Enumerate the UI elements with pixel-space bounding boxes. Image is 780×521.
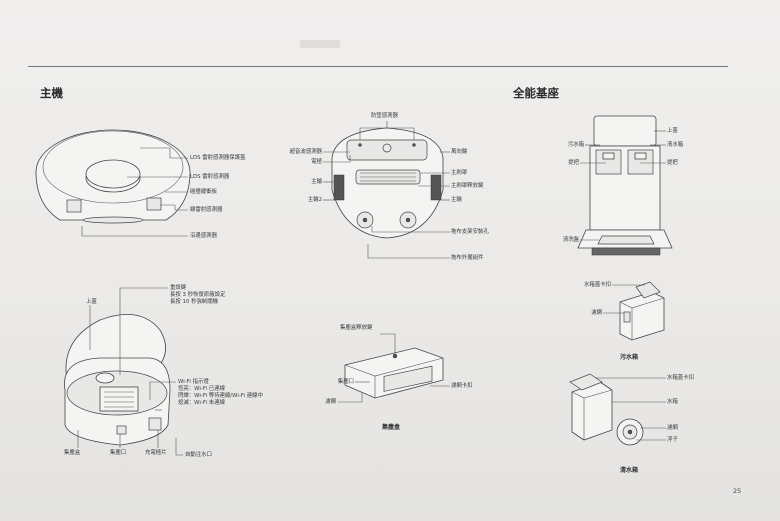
header-rule: [28, 66, 728, 67]
base-station-drawing: [577, 115, 673, 256]
section-title-base: 全能基座: [513, 86, 559, 100]
label-lds-cover: LDS 雷射感測器保護蓋: [190, 155, 246, 161]
clean-tank-drawing: [569, 373, 644, 446]
label-reset-hint-1: 長按 3 秒恢復原廠設定: [170, 292, 226, 298]
label-main-wheel: 主輪: [311, 179, 322, 185]
section-title-main: 主機: [40, 86, 63, 100]
caption-dust-bin: 集塵盒: [382, 424, 401, 431]
caption-clean-tank: 清水箱: [620, 467, 639, 474]
label-main-wheel-2: 主輪: [451, 197, 462, 203]
label-cliff-sensor: 防墜感測器: [371, 113, 398, 119]
label-dustbin-release: 集塵盒釋放鍵: [340, 325, 373, 331]
label-side-brush: 主輪2: [307, 197, 322, 203]
label-mop-assembly: 拖布外擺組件: [451, 255, 484, 261]
label-reset-button: 重設鍵: [170, 285, 187, 291]
rear-view-leaders: [77, 287, 183, 456]
dust-bin-leaders: [338, 333, 450, 403]
label-base-top-cover: 上蓋: [667, 128, 678, 134]
label-base-handle-left: 提把: [568, 160, 579, 166]
label-dustbin-latch: 濾網卡扣: [451, 383, 473, 389]
robot-bottom-view: [331, 127, 444, 239]
robot-rear-view: [64, 314, 171, 446]
label-mop-mount: 拖布支架安裝孔: [451, 229, 489, 235]
label-dirty-filter: 濾網: [591, 310, 602, 316]
label-lds-sensor: LDS 雷射感測器: [190, 174, 230, 180]
label-clean-tank: 水箱: [667, 399, 678, 405]
label-reset-hint-2: 長按 10 秒強制關機: [170, 299, 219, 305]
label-dustbin-inlet: 集塵口: [337, 379, 354, 385]
label-main-brush: 主刷罩: [451, 170, 468, 176]
label-base-wash-tray: 清洗盤: [562, 237, 579, 243]
label-wifi-off: 熄滅：Wi-Fi 未連線: [178, 400, 225, 406]
dirty-tank-drawing: [619, 281, 665, 341]
label-dirty-latch: 水箱蓋卡扣: [584, 282, 611, 288]
label-top-cover: 上蓋: [86, 299, 97, 305]
robot-top-view: [35, 129, 191, 224]
label-base-handle-right: 提把: [667, 160, 678, 166]
label-base-clean-tank: 清水箱: [667, 142, 684, 148]
bottom-view-leaders: [323, 121, 450, 259]
dirty-tank-leaders: [603, 284, 645, 314]
label-omni-wheel: 萬向輪: [451, 149, 468, 155]
clean-tank-leaders: [595, 377, 666, 441]
label-dust-port: 集塵口: [110, 450, 127, 456]
label-brush-release: 主刷罩釋放鍵: [451, 183, 484, 189]
top-view-leaders: [81, 147, 188, 237]
dust-bin-drawing: [344, 347, 444, 399]
label-electrodes: 電極: [311, 159, 322, 165]
label-wifi-blink: 閃爍：Wi-Fi 等待連線/Wi-Fi 連線中: [178, 393, 263, 399]
label-base-dirty-tank: 污水箱: [567, 142, 584, 148]
label-wifi-on: 恆亮：Wi-Fi 已連線: [178, 386, 225, 392]
base-leaders: [580, 130, 666, 241]
caption-dirty-tank: 污水箱: [620, 354, 639, 361]
label-wifi-indicator: Wi-Fi 指示燈: [178, 379, 209, 385]
label-auto-water: 自動注水口: [185, 452, 212, 458]
label-line-laser: 線雷射感測器: [190, 207, 223, 213]
label-charge-contacts: 充電極片: [145, 450, 167, 456]
bleed-through-decoration: [300, 40, 340, 48]
label-clean-float: 浮子: [667, 437, 678, 443]
label-dust-bin: 集塵盒: [64, 450, 81, 456]
page-number: 25: [733, 487, 742, 495]
label-clean-latch: 水箱蓋卡扣: [667, 375, 694, 381]
label-edge-sensor: 沿邊感測器: [190, 233, 217, 239]
label-dustbin-filter: 濾網: [325, 399, 336, 405]
label-carpet-sensor: 超音波感測器: [289, 149, 322, 155]
label-bumper: 碰撞緩衝板: [190, 189, 217, 195]
label-clean-filter: 濾網: [667, 425, 678, 431]
